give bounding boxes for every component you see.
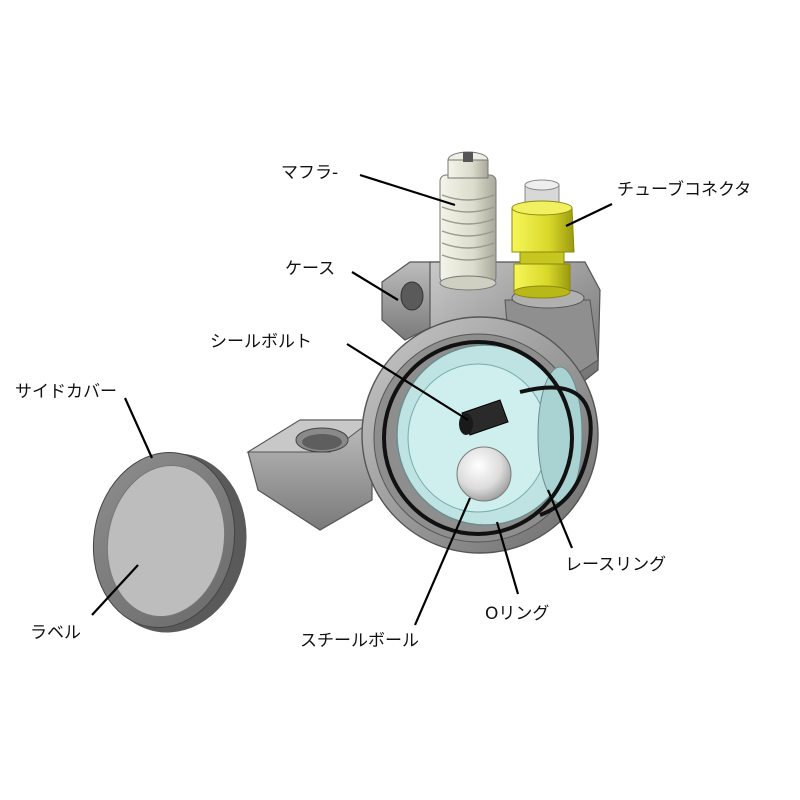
leader-side-cover [123, 397, 154, 459]
leader-label [91, 564, 139, 616]
label-seal-bolt: シールボルト [210, 332, 312, 352]
label-case: ケース [285, 259, 335, 279]
label-side-cover: サイドカバー [15, 382, 117, 402]
leader-seal-bolt [346, 343, 469, 421]
leader-race-ring [546, 489, 574, 549]
label-race-ring: レースリング [565, 555, 666, 575]
race-ring [396, 344, 583, 526]
steel-ball [456, 446, 512, 502]
side-cover [92, 451, 247, 633]
leader-tube-connector [565, 203, 613, 227]
part-labels: マフラ- チューブコネクタ ケース シールボルト サイドカバー レースリング O… [15, 163, 751, 651]
label-steel-ball: スチールボール [300, 631, 419, 651]
leader-muffler [359, 173, 456, 207]
label-muffler: マフラ- [281, 163, 338, 183]
leader-lines [91, 173, 613, 626]
case-foot [246, 419, 374, 531]
leader-case [351, 271, 399, 301]
leader-o-ring [495, 521, 520, 595]
tube-connector [511, 179, 575, 299]
label-plate [106, 464, 226, 618]
seal-bolt [459, 399, 509, 436]
label-label: ラベル [30, 623, 81, 643]
leader-steel-ball [413, 497, 472, 626]
muffler [439, 151, 497, 291]
label-tube-connector: チューブコネクタ [617, 179, 751, 200]
label-o-ring: Oリング [485, 604, 549, 624]
o-ring [382, 340, 593, 536]
